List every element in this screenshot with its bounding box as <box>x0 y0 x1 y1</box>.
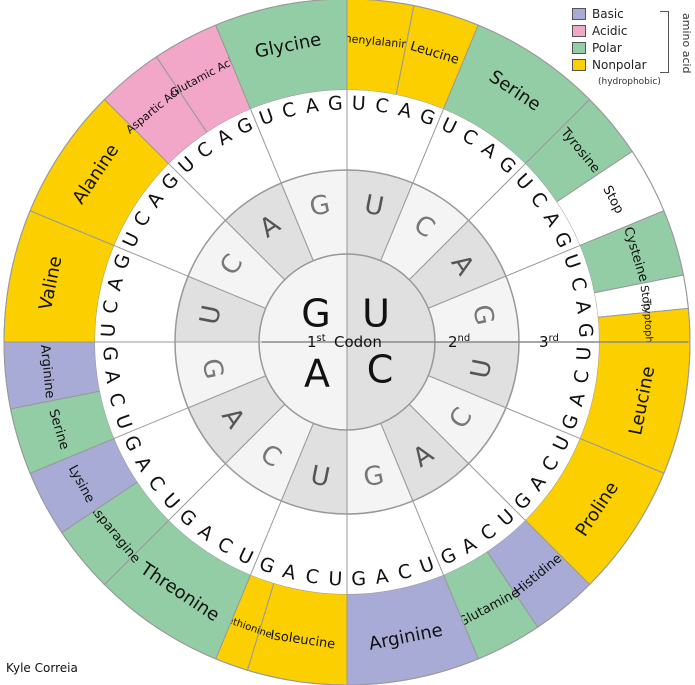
first-base-letter-g: G <box>301 292 330 336</box>
third-base-letter: C <box>99 299 123 315</box>
third-base-letter: U <box>573 346 596 361</box>
third-base-letter: U <box>559 251 584 272</box>
author-credit: Kyle Correia <box>6 661 78 675</box>
first-position-suffix: st <box>317 333 326 344</box>
third-base-letter: G <box>110 251 136 272</box>
first-base-letter-u: U <box>362 292 390 336</box>
first-base-letter-a: A <box>304 352 330 396</box>
third-ring-divider <box>412 500 444 576</box>
third-ring-divider <box>468 463 526 521</box>
third-base-letter: G <box>417 105 438 131</box>
amino-acid-label-tryptophan: Tryptophan <box>641 298 655 356</box>
legend-bracket <box>660 11 669 73</box>
codon-position-labels: 1st Codon 2nd 3rd <box>262 333 688 351</box>
legend: Basic Acidic Polar Nonpolar (hydrophobic… <box>572 7 693 91</box>
legend-swatch-nonpolar <box>572 59 586 71</box>
second-position-suffix: nd <box>458 333 471 344</box>
legend-item-basic: Basic <box>572 7 624 21</box>
third-base-letter: G <box>351 568 367 591</box>
third-base-letter: G <box>327 92 343 115</box>
third-base-letter: A <box>103 275 127 293</box>
legend-label-nonpolar: Nonpolar <box>592 58 647 72</box>
legend-label-basic: Basic <box>592 7 624 21</box>
third-base-letter: A <box>565 391 589 409</box>
amino-acid-label-stop: Stop <box>637 284 654 311</box>
codon-label: Codon <box>334 333 382 351</box>
first-base-letter-c: C <box>367 348 394 392</box>
third-position-label: 3rd <box>539 333 559 351</box>
third-base-letter: G <box>558 411 584 432</box>
third-base-letter: A <box>374 565 390 589</box>
second-position-label: 2nd <box>448 333 470 351</box>
third-position-number: 3 <box>539 333 549 351</box>
third-ring-divider <box>168 463 226 521</box>
third-ring-divider <box>250 108 282 184</box>
amino-acid-ring: PhenylalanineLeucineSerineTyrosineStopCy… <box>3 0 691 685</box>
third-base-letter: C <box>304 565 320 589</box>
legend-item-acidic: Acidic <box>572 24 627 38</box>
third-base-letter: A <box>304 94 320 118</box>
third-base-letter: A <box>571 299 595 315</box>
outer-ring-outline <box>3 0 691 685</box>
third-base-letter: A <box>100 369 124 385</box>
third-base-letter: U <box>417 553 438 578</box>
legend-item-nonpolar: Nonpolar <box>572 58 647 72</box>
third-ring-divider <box>113 407 189 439</box>
third-base-letter: U <box>351 92 366 115</box>
legend-amino-acid-label: amino acid <box>680 13 693 74</box>
legend-swatch-acidic <box>572 25 586 37</box>
amino-acid-label-arginine: Arginine <box>37 344 57 399</box>
third-base-letter: C <box>570 369 594 385</box>
third-base-letter: C <box>396 560 414 585</box>
third-ring-divider <box>412 108 444 184</box>
third-ring-divider <box>168 163 226 221</box>
third-position-suffix: rd <box>549 333 559 344</box>
third-base-letter: C <box>280 98 298 123</box>
third-ring-divider <box>505 245 581 277</box>
third-base-letter: G <box>256 553 277 579</box>
third-base-letter: C <box>104 391 129 409</box>
second-position-number: 2 <box>448 333 458 351</box>
third-base-letter: C <box>374 94 390 118</box>
first-position-number: 1 <box>307 333 317 351</box>
third-base-letter: U <box>328 568 343 591</box>
third-base-letter: U <box>97 323 120 338</box>
third-ring-divider <box>250 500 282 576</box>
third-base-letter: G <box>98 346 121 362</box>
third-base-letter: G <box>574 322 597 338</box>
third-ring-divider <box>505 407 581 439</box>
legend-hydrophobic-note: (hydrophobic) <box>598 77 661 87</box>
legend-label-polar: Polar <box>592 41 622 55</box>
legend-item-polar: Polar <box>572 41 622 55</box>
third-base-letter: A <box>396 98 414 122</box>
third-ring-divider <box>113 245 189 277</box>
third-ring-divider <box>468 163 526 221</box>
legend-label-acidic: Acidic <box>592 24 628 38</box>
first-position-label: 1st <box>307 333 326 351</box>
legend-swatch-basic <box>572 8 586 20</box>
third-base-letter: A <box>280 560 298 584</box>
third-base-letter: C <box>566 275 591 293</box>
legend-swatch-polar <box>572 42 586 54</box>
